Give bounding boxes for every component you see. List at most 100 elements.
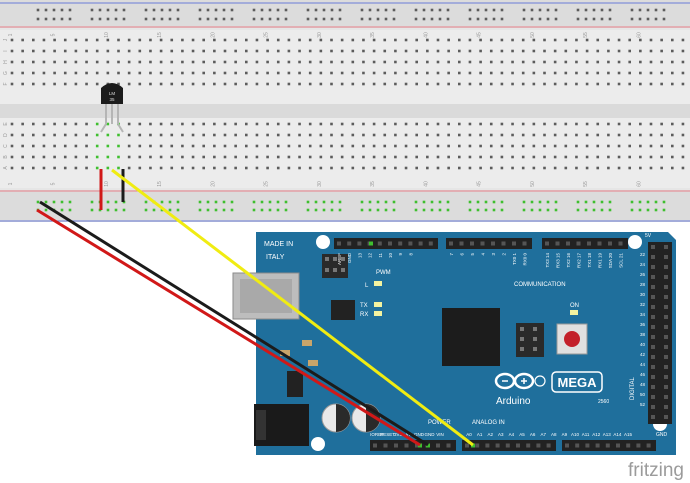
header-pin <box>664 405 668 409</box>
rail-hole <box>230 208 234 212</box>
rail-hole <box>662 8 666 12</box>
rail-hole <box>276 17 280 21</box>
rail-hole <box>276 200 280 204</box>
top-power-rail <box>0 0 690 28</box>
breadboard-hole <box>42 166 46 170</box>
pin-label: 42 <box>640 352 646 357</box>
breadboard-hole <box>351 38 355 42</box>
breadboard-hole <box>479 133 482 137</box>
breadboard-hole <box>117 38 120 42</box>
breadboard-hole <box>628 122 631 126</box>
rail-hole <box>198 200 202 204</box>
breadboard-hole <box>596 144 600 148</box>
breadboard-hole <box>170 82 174 86</box>
rail-hole <box>206 17 210 21</box>
rail-hole <box>576 200 580 204</box>
column-number: 30 <box>317 32 323 38</box>
rail-hole <box>546 200 550 204</box>
rail-hole <box>176 208 180 212</box>
rail-hole <box>584 8 588 12</box>
rail-hole <box>414 8 418 12</box>
row-letter: F <box>3 82 9 85</box>
breadboard-hole <box>447 122 450 126</box>
breadboard-hole <box>500 133 504 137</box>
breadboard-hole <box>426 144 429 148</box>
rail-hole <box>198 208 202 212</box>
breadboard-hole <box>223 166 227 170</box>
rail-hole <box>68 200 72 204</box>
rail-hole <box>630 200 634 204</box>
breadboard-hole <box>681 49 685 53</box>
column-number: 50 <box>530 32 536 38</box>
rail-hole <box>322 200 326 204</box>
breadboard-hole <box>372 155 376 159</box>
breadboard-hole <box>21 155 24 159</box>
header-pin <box>605 443 610 448</box>
rail-hole <box>222 208 226 212</box>
breadboard-hole <box>543 49 546 53</box>
pin-label: A10 <box>571 432 580 437</box>
breadboard-hole <box>671 144 674 148</box>
column-number: 55 <box>583 181 589 187</box>
breadboard-hole <box>298 38 301 42</box>
pin-label: A3 <box>498 432 504 437</box>
breadboard-hole <box>404 133 408 137</box>
header-pin <box>664 395 668 399</box>
pin-label: 3 <box>491 253 496 256</box>
header-pin <box>415 443 419 448</box>
breadboard-hole <box>521 144 525 148</box>
breadboard-hole <box>276 38 280 42</box>
breadboard-hole <box>404 38 408 42</box>
rail-hole <box>122 8 126 12</box>
row-letter: H <box>3 60 9 64</box>
header-pin <box>651 255 655 259</box>
breadboard-hole <box>340 155 344 159</box>
breadboard-hole <box>671 49 674 53</box>
breadboard-hole <box>85 133 88 137</box>
header-pin <box>485 443 490 448</box>
breadboard-hole <box>21 49 24 53</box>
breadboard-hole <box>234 82 237 86</box>
header-pin <box>377 241 382 246</box>
rail-hole <box>538 208 542 212</box>
breadboard-hole <box>383 71 387 75</box>
chip-label: 2560 <box>598 399 609 405</box>
pin-label: 3V3 <box>394 432 403 437</box>
breadboard-hole <box>319 71 323 75</box>
breadboard-hole <box>543 38 546 42</box>
breadboard-hole <box>607 166 610 170</box>
breadboard-hole <box>479 155 482 159</box>
breadboard-hole <box>266 155 269 159</box>
breadboard-hole <box>159 60 163 64</box>
breadboard-hole <box>287 122 291 126</box>
made-in-line2: ITALY <box>266 254 285 261</box>
rail-hole <box>268 200 272 204</box>
rail-hole <box>114 200 118 204</box>
breadboard-hole <box>181 144 184 148</box>
mega-badge <box>551 371 603 393</box>
breadboard-hole <box>436 60 440 64</box>
breadboard-hole <box>511 60 514 64</box>
breadboard-hole <box>74 144 78 148</box>
pin-label: 28 <box>640 282 646 287</box>
header-pin <box>398 241 403 246</box>
breadboard-hole <box>564 71 568 75</box>
icsp-pin <box>341 257 345 261</box>
header-pin <box>475 443 480 448</box>
breadboard-hole <box>74 155 78 159</box>
rail-hole <box>306 200 310 204</box>
breadboard-hole <box>74 71 78 75</box>
breadboard-hole <box>223 155 227 159</box>
header-pin <box>546 443 551 448</box>
breadboard-hole <box>330 166 333 170</box>
breadboard-hole <box>340 71 344 75</box>
breadboard-hole <box>213 122 216 126</box>
breadboard-hole <box>255 133 259 137</box>
breadboard-hole <box>628 82 631 86</box>
breadboard-hole <box>95 60 99 64</box>
breadboard-hole <box>575 166 578 170</box>
breadboard-hole <box>42 133 46 137</box>
breadboard-hole <box>575 60 578 64</box>
breadboard-hole <box>404 144 408 148</box>
rail-hole <box>52 200 56 204</box>
